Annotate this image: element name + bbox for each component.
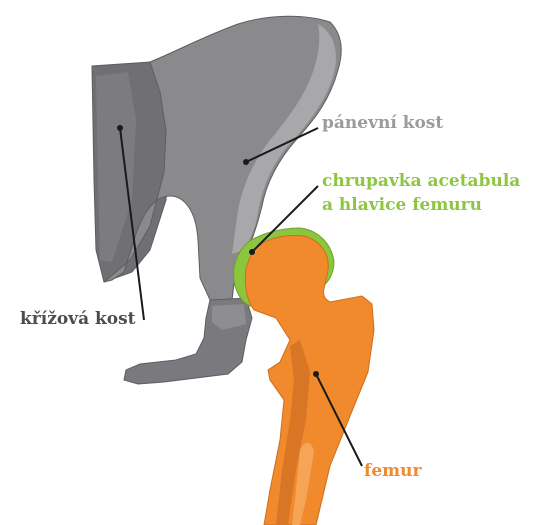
leader-dot-femur [313,371,319,377]
cartilage-label-line2: a hlavice femuru [322,194,482,216]
cartilage-label-line1: chrupavka acetabula [322,170,520,192]
femur-shape [245,236,374,525]
leader-dot-sacrum [117,125,123,131]
pelvic-bone-label: pánevní kost [322,112,443,134]
leader-dot-pelvic [243,159,249,165]
sacrum-label: křížová kost [20,308,136,330]
femur-label: femur [364,460,421,482]
leader-dot-cartilage [249,249,255,255]
